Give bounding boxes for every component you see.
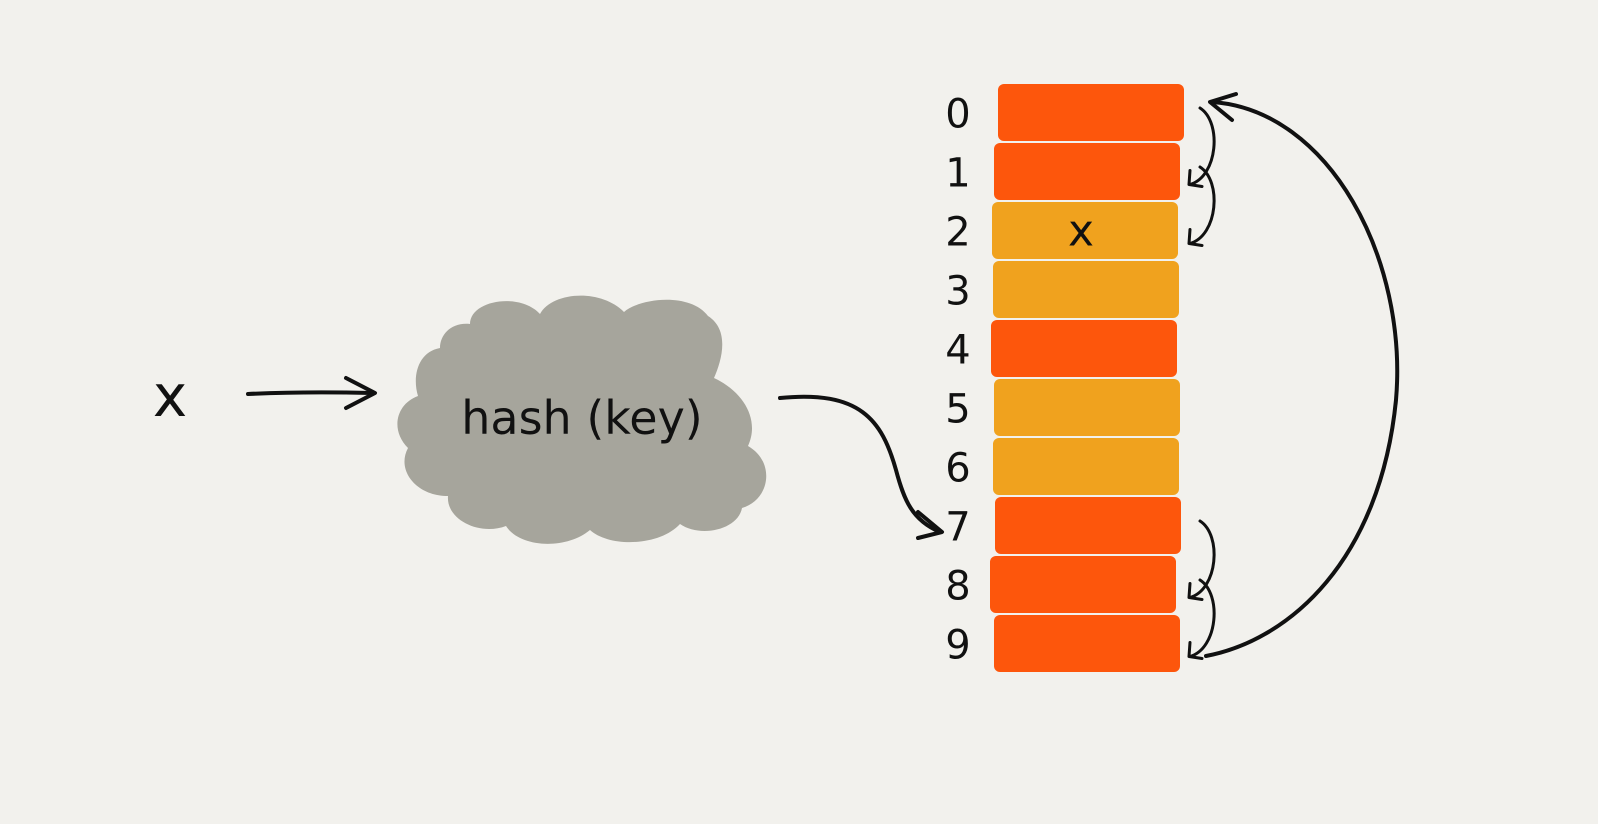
table-slot-index: 3 [945, 269, 970, 315]
table-slot-8: 8 [945, 556, 1176, 613]
table-slot-cell [994, 143, 1180, 200]
cloud-shape [397, 295, 767, 544]
table-slot-index: 4 [945, 328, 970, 374]
table-slot-cell [993, 438, 1179, 495]
table-slot-5: 5 [945, 379, 1180, 436]
probe-arrow-0-to-1 [1187, 106, 1216, 188]
input-key-label: x [153, 362, 187, 430]
table-slot-9: 9 [945, 615, 1180, 672]
table-slot-cell [998, 84, 1184, 141]
table-slot-cell [992, 202, 1178, 259]
table-slot-index: 8 [945, 564, 970, 610]
probe-arrow-1-to-2 [1187, 165, 1216, 247]
table-slot-7: 7 [945, 497, 1181, 554]
table-slot-index: 6 [945, 446, 970, 492]
table-slot-index: 7 [945, 505, 970, 551]
table-slot-index: 5 [945, 387, 970, 433]
table-slot-cell [994, 379, 1180, 436]
linear-probe-arrows [1187, 106, 1216, 660]
table-slot-cell [990, 556, 1176, 613]
hash-function-label: hash (key) [461, 391, 703, 445]
table-slot-cell [995, 497, 1181, 554]
table-slot-index: 2 [945, 210, 970, 256]
right-arrow-icon [246, 376, 377, 410]
table-slot-index: 1 [945, 151, 970, 197]
table-slot-0: 0 [945, 84, 1184, 141]
probe-arrow-7-to-8 [1187, 519, 1216, 601]
table-slot-cell [993, 261, 1179, 318]
hash-function-cloud: hash (key) [397, 295, 767, 544]
table-slot-1: 1 [945, 143, 1180, 200]
curved-arrow-icon [778, 394, 944, 540]
wrap-around-arrow-icon [1204, 92, 1400, 658]
table-slot-4: 4 [945, 320, 1177, 377]
table-slot-3: 3 [945, 261, 1179, 318]
table-slot-content: x [1068, 206, 1094, 257]
table-slot-6: 6 [945, 438, 1179, 495]
table-slot-index: 9 [945, 623, 970, 669]
table-slot-cell [994, 615, 1180, 672]
table-slot-index: 0 [945, 92, 970, 138]
table-slot-cell [991, 320, 1177, 377]
probe-arrow-8-to-9 [1187, 578, 1216, 660]
